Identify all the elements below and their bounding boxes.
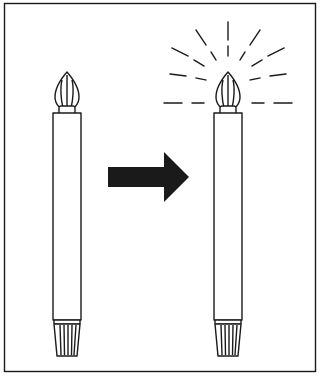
diagram-frame — [3, 2, 317, 373]
candle-lit-icon — [213, 71, 243, 357]
glow-rays-icon — [163, 21, 293, 104]
candle-unlit-icon — [52, 71, 82, 357]
candle-base-ridges-lit — [220, 324, 238, 356]
candle-base-ridges — [59, 324, 77, 356]
candle-body — [52, 112, 82, 321]
candle-body-lit — [213, 112, 243, 321]
right-arrow-icon — [108, 152, 189, 202]
